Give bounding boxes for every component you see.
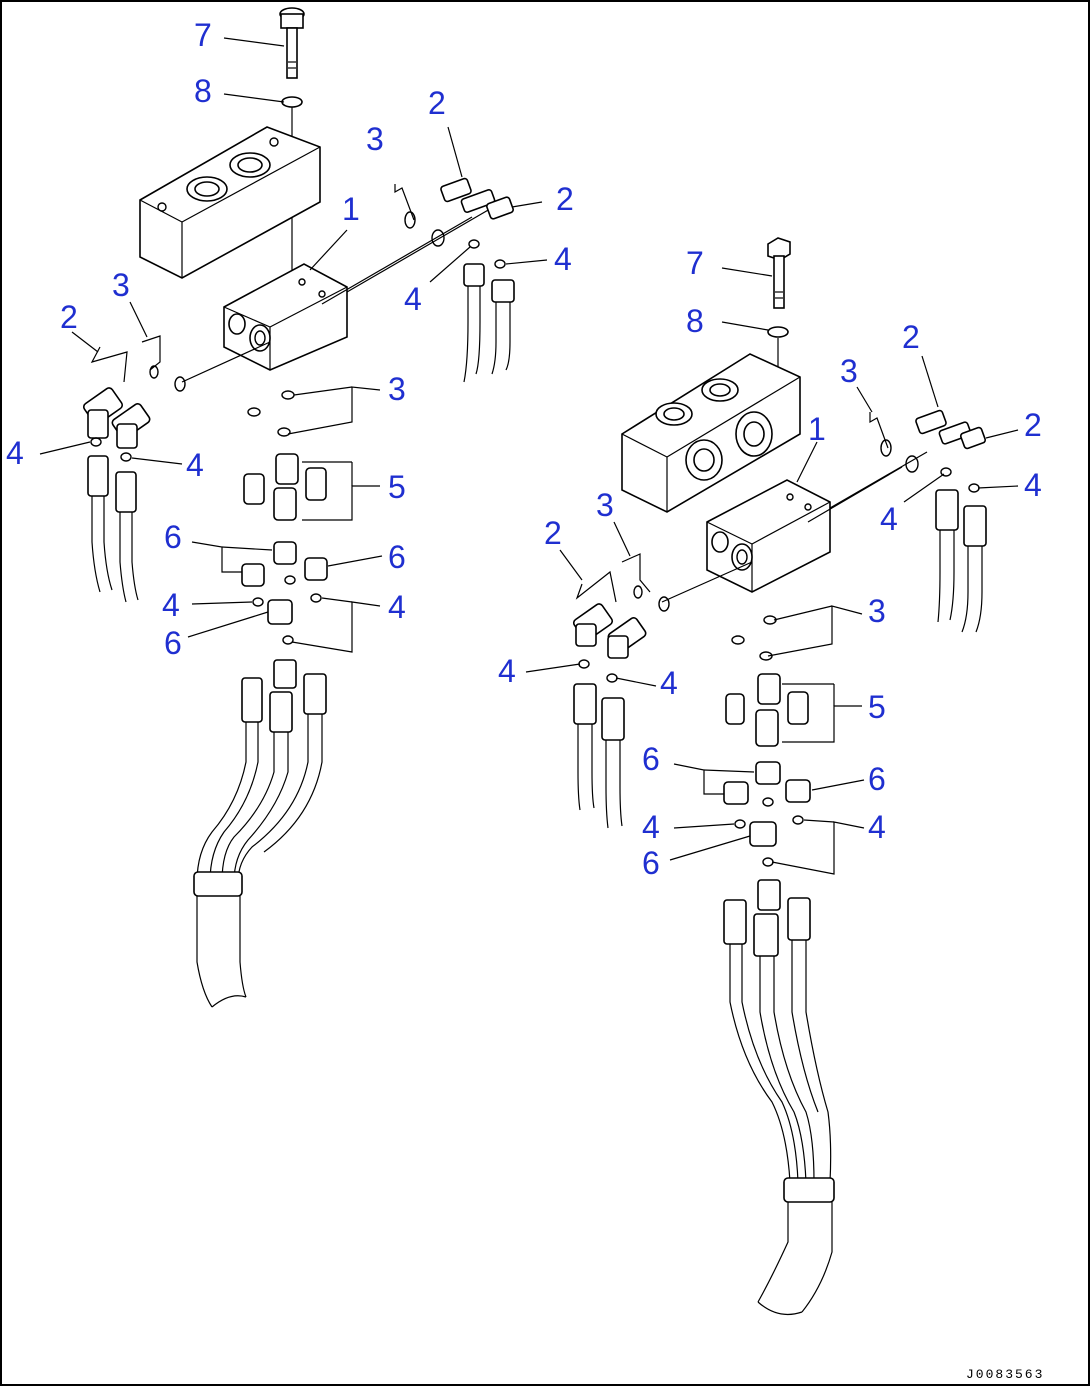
callout-6: 6 <box>642 845 660 881</box>
drawing-code: J0083563 <box>966 1367 1044 1382</box>
callout-2: 2 <box>1024 407 1042 443</box>
elbow-fitting-part <box>915 409 987 450</box>
callout-6: 6 <box>388 539 406 575</box>
callout-7: 7 <box>686 245 704 281</box>
callout-4: 4 <box>186 447 204 483</box>
callout-4: 4 <box>404 281 422 317</box>
callout-6: 6 <box>164 519 182 555</box>
callout-8: 8 <box>686 303 704 339</box>
right-assembly <box>525 237 1019 1315</box>
callout-4: 4 <box>868 809 886 845</box>
valve-body-part <box>223 263 348 371</box>
callout-3: 3 <box>366 121 384 157</box>
upper-block-part <box>621 353 801 513</box>
callout-4: 4 <box>162 587 180 623</box>
hose-bundle-part <box>723 879 835 1315</box>
callout-3: 3 <box>840 353 858 389</box>
callout-2: 2 <box>60 299 78 335</box>
callout-4: 4 <box>1024 467 1042 503</box>
hose-part <box>935 489 987 633</box>
callout-3: 3 <box>112 267 130 303</box>
callout-3: 3 <box>596 487 614 523</box>
leader-lines <box>525 267 1019 875</box>
callout-1: 1 <box>342 191 360 227</box>
washer-part <box>281 96 303 108</box>
callout-8: 8 <box>194 73 212 109</box>
callout-6: 6 <box>868 761 886 797</box>
left-assembly <box>39 7 548 1008</box>
callout-2: 2 <box>902 319 920 355</box>
callout-3: 3 <box>868 593 886 629</box>
callout-4: 4 <box>6 435 24 471</box>
callout-2: 2 <box>428 85 446 121</box>
callout-5: 5 <box>388 469 406 505</box>
callout-4: 4 <box>498 653 516 689</box>
callout-labels: 7 8 3 2 1 2 4 4 3 2 3 4 4 5 6 6 4 4 6 7 … <box>6 17 1042 881</box>
elbow-fitting-part <box>440 177 514 220</box>
callout-2: 2 <box>544 515 562 551</box>
callout-7: 7 <box>194 17 212 53</box>
callout-1: 1 <box>808 411 826 447</box>
adapter-part <box>243 453 327 521</box>
elbow-fitting-part <box>82 387 151 449</box>
callout-4: 4 <box>642 809 660 845</box>
bolt-part <box>279 7 305 79</box>
nut-part <box>723 761 811 847</box>
callout-5: 5 <box>868 689 886 725</box>
bolt-part <box>767 237 791 309</box>
callout-4: 4 <box>660 665 678 701</box>
callout-6: 6 <box>642 741 660 777</box>
callout-4: 4 <box>554 241 572 277</box>
adapter-part <box>725 673 809 747</box>
callout-4: 4 <box>880 501 898 537</box>
callout-2: 2 <box>556 181 574 217</box>
leader-lines <box>39 37 548 653</box>
callout-3: 3 <box>388 371 406 407</box>
hose-part <box>573 683 625 829</box>
callout-4: 4 <box>388 589 406 625</box>
elbow-fitting-part <box>572 603 647 659</box>
upper-block-part <box>139 126 321 279</box>
washer-part <box>767 326 789 338</box>
nut-part <box>241 541 328 625</box>
hose-part <box>463 263 515 383</box>
hose-part <box>87 455 139 603</box>
valve-body-part <box>706 479 831 593</box>
callout-6: 6 <box>164 625 182 661</box>
hose-bundle-part <box>193 659 327 1008</box>
